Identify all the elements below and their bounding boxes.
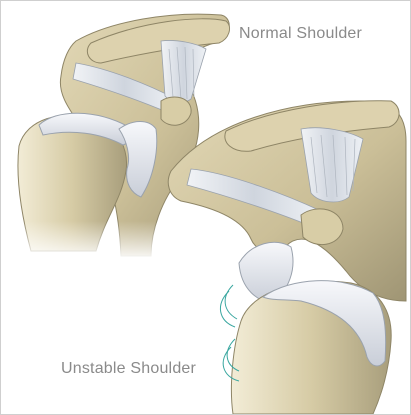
normal-coracoid: [161, 97, 191, 125]
unstable-coracoid: [301, 209, 343, 245]
normal-shoulder-illustration: [1, 14, 230, 261]
normal-shoulder-label: Normal Shoulder: [239, 25, 362, 43]
unstable-shoulder-label: Unstable Shoulder: [61, 360, 196, 378]
unstable-shoulder-illustration: [168, 101, 406, 414]
